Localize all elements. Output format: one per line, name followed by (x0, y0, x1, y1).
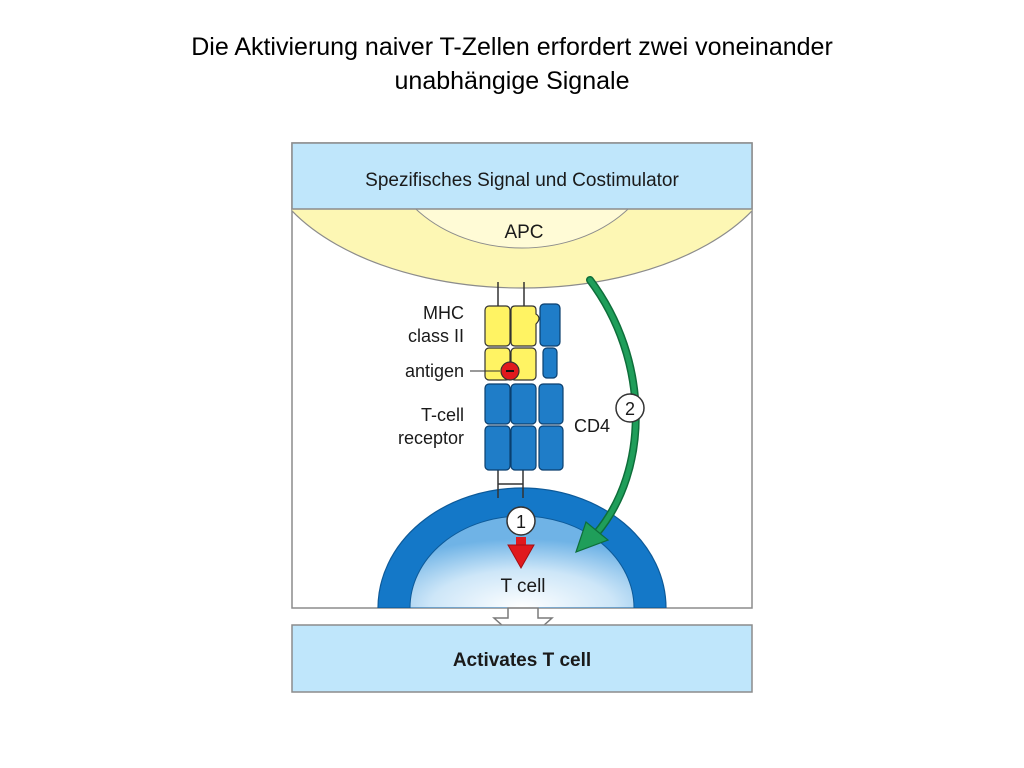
mhc-label-line-2: class II (408, 326, 464, 346)
signal-1-badge: 1 (506, 506, 536, 536)
slide-title-line-2: unabhängige Signale (394, 67, 630, 95)
signal-2-badge: 2 (615, 393, 645, 423)
signal-2-number: 2 (625, 399, 635, 419)
result-box: Activates T cell (291, 624, 753, 693)
diagram-panel: Spezifisches Signal und Costimulator APC (291, 142, 753, 609)
slide-title: Die Aktivierung naiver T-Zellen erforder… (0, 30, 1024, 98)
membrane-stems (497, 282, 525, 498)
result-text: Activates T cell (453, 650, 591, 671)
antigen-label: antigen (405, 361, 464, 381)
apc-label: APC (504, 222, 543, 243)
mhc-label-line-1: MHC (423, 303, 464, 323)
signal-1-number: 1 (516, 512, 526, 532)
cd4-molecule (538, 303, 564, 471)
tcr-label-line-2: receptor (398, 428, 464, 448)
t-cell-label: T cell (500, 576, 545, 597)
antigen-peptide (470, 361, 520, 381)
tcr-label-line-1: T-cell (421, 405, 464, 425)
cd4-label: CD4 (574, 416, 610, 436)
slide-title-line-1: Die Aktivierung naiver T-Zellen erforder… (191, 33, 833, 61)
signal-1-arrow (507, 537, 535, 570)
header-text: Spezifisches Signal und Costimulator (365, 170, 679, 191)
t-cell-receptor (484, 383, 537, 471)
header-band (291, 142, 753, 210)
